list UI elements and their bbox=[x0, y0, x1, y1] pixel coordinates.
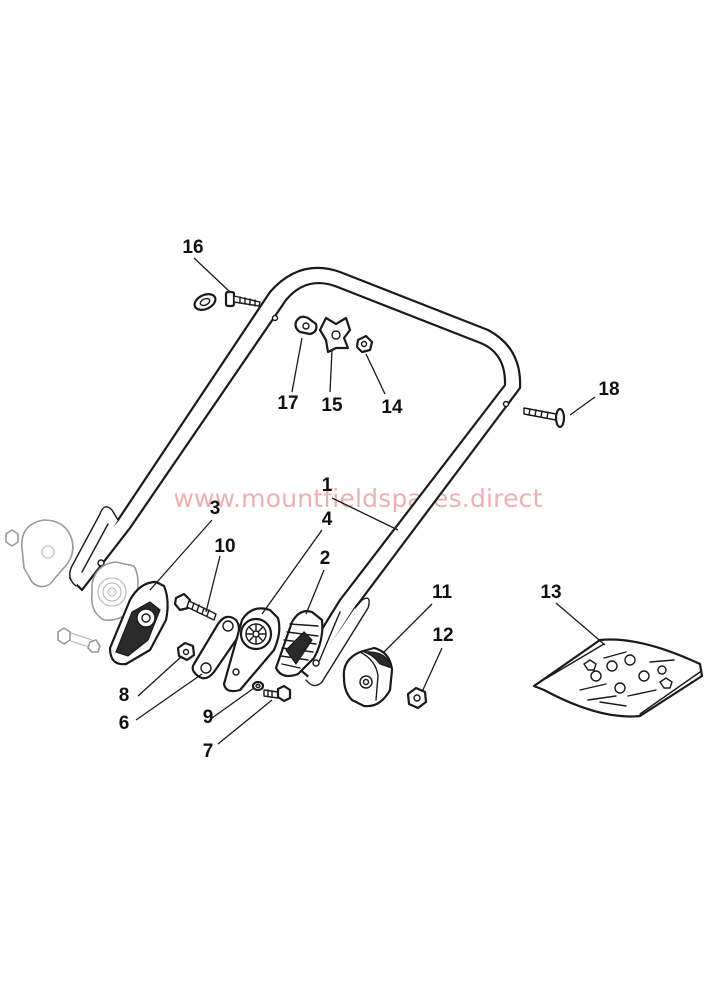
ghost-left-assembly bbox=[5, 519, 139, 653]
callout-18: 18 bbox=[598, 379, 619, 400]
callout-1: 1 bbox=[322, 475, 333, 496]
callout-14: 14 bbox=[381, 397, 403, 418]
callout-7: 7 bbox=[203, 741, 214, 762]
ratchet-knob[interactable] bbox=[274, 610, 324, 678]
callout-10: 10 bbox=[214, 536, 235, 557]
callout-15: 15 bbox=[321, 395, 343, 416]
callout-6: 6 bbox=[119, 713, 130, 734]
callout-11: 11 bbox=[432, 582, 453, 603]
nut-12[interactable] bbox=[406, 686, 428, 710]
ratchet-plate[interactable] bbox=[222, 607, 281, 693]
lower-clamp-bracket[interactable] bbox=[108, 580, 169, 666]
cable-clip-bolt[interactable] bbox=[192, 290, 261, 313]
callout-2: 2 bbox=[320, 548, 331, 569]
callout-labels: 1 2 3 4 6 7 8 9 10 11 12 13 14 15 16 17 … bbox=[119, 237, 620, 762]
callout-16: 16 bbox=[182, 237, 203, 258]
upper-handle[interactable] bbox=[68, 266, 522, 687]
bolt-7[interactable] bbox=[263, 684, 292, 703]
callout-3: 3 bbox=[210, 498, 221, 519]
callout-13: 13 bbox=[540, 582, 561, 603]
small-knob[interactable] bbox=[294, 315, 318, 336]
small-nut[interactable] bbox=[355, 334, 374, 354]
leader-lines bbox=[135, 257, 606, 745]
clamp-block[interactable] bbox=[342, 646, 394, 708]
callout-8: 8 bbox=[119, 685, 130, 706]
carriage-bolt[interactable] bbox=[523, 407, 566, 429]
callout-9: 9 bbox=[203, 707, 214, 728]
callout-12: 12 bbox=[432, 625, 453, 646]
star-knob[interactable] bbox=[318, 316, 352, 354]
watermark: www.mountfieldspares.direct bbox=[173, 484, 542, 513]
nut-8[interactable] bbox=[176, 641, 196, 662]
hardware-kit-bag[interactable] bbox=[532, 638, 704, 718]
washer[interactable] bbox=[251, 680, 265, 692]
callout-17: 17 bbox=[277, 393, 298, 414]
callout-4: 4 bbox=[322, 509, 333, 530]
